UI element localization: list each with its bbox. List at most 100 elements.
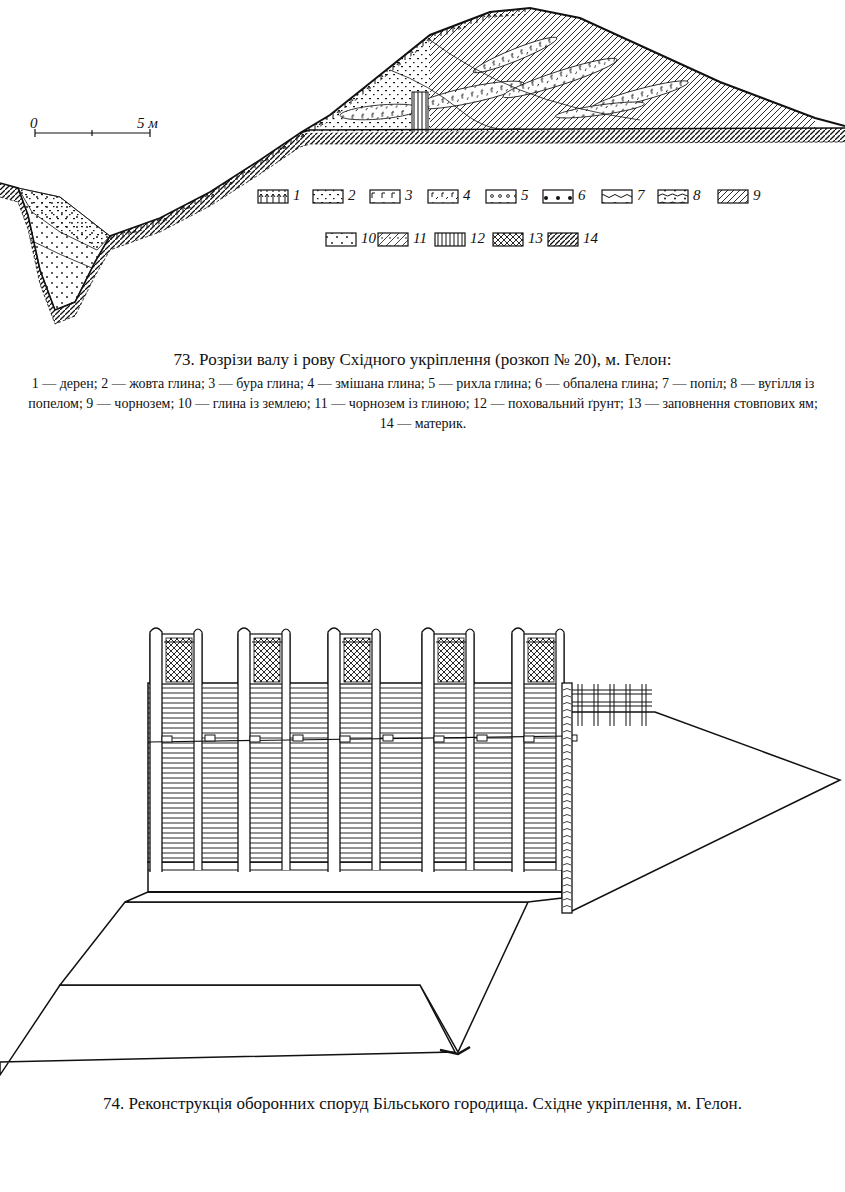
swatch-pattern — [326, 233, 356, 246]
side-log — [563, 766, 571, 768]
legend-swatch — [718, 190, 748, 203]
wall-log — [148, 743, 562, 744]
legend-swatch — [486, 190, 516, 203]
wall-log — [148, 733, 562, 734]
chernozem-body — [430, 0, 820, 140]
wall-log — [148, 688, 562, 689]
wall-log — [148, 763, 562, 764]
wall-log — [148, 828, 562, 829]
side-log — [563, 815, 571, 817]
swatch-ground — [602, 190, 632, 203]
legend-swatch — [313, 190, 343, 203]
side-log — [563, 717, 571, 719]
post-pit-fill — [412, 92, 428, 134]
wall-log — [148, 713, 562, 714]
swatch-pattern — [258, 190, 288, 203]
clay-lens — [340, 102, 421, 123]
legend-swatch — [435, 233, 465, 246]
rampart-body — [570, 712, 840, 912]
berm-edge — [148, 869, 562, 870]
swatch-pattern — [718, 190, 748, 203]
wall-log — [148, 818, 562, 819]
side-log — [563, 689, 571, 691]
swatch-pattern — [602, 190, 632, 203]
wall-log — [148, 833, 562, 834]
legend-number: 10 — [361, 230, 376, 247]
wall-post — [238, 628, 250, 872]
tie-knob — [250, 736, 260, 742]
side-log — [563, 787, 571, 789]
side-log — [563, 892, 571, 894]
reconstruction-drawing — [0, 628, 840, 1075]
tie-beam — [148, 736, 570, 742]
wall-log — [148, 823, 562, 824]
wall-face — [148, 683, 562, 862]
merlon-rail — [164, 642, 196, 643]
wall-log — [148, 773, 562, 774]
tie-knob — [434, 736, 444, 742]
wall-log — [148, 848, 562, 849]
swatch-pattern — [548, 233, 578, 246]
side-log — [563, 738, 571, 740]
wall-log — [148, 723, 562, 724]
swatch-pattern — [428, 190, 458, 203]
legend-number: 1 — [293, 187, 301, 204]
tie-knob — [293, 735, 303, 741]
wall-log — [148, 853, 562, 854]
wall-log — [148, 788, 562, 789]
legend-number: 2 — [348, 187, 356, 204]
swatch-ground — [486, 190, 516, 203]
side-log — [563, 878, 571, 880]
wall-post — [150, 628, 162, 872]
sod-band — [110, 8, 530, 242]
swatch-ground — [428, 190, 458, 203]
swatch-pattern — [313, 190, 343, 203]
wall-post — [422, 628, 434, 872]
tie-knob — [205, 735, 215, 741]
clay-lens-fill — [340, 102, 421, 123]
wall-log — [148, 843, 562, 844]
merlon-post — [194, 629, 202, 870]
wall-log — [148, 808, 562, 809]
wall-side — [562, 683, 572, 913]
wall-log — [148, 703, 562, 704]
side-log — [563, 710, 571, 712]
clay-core — [300, 0, 430, 140]
wall-log — [148, 793, 562, 794]
layer-line — [390, 70, 520, 130]
side-log — [563, 794, 571, 796]
glacis-face — [60, 902, 528, 1052]
berm-shadow — [148, 891, 562, 893]
tie-knob — [162, 736, 172, 742]
legend-number: 6 — [578, 187, 586, 204]
legend-number: 8 — [693, 187, 701, 204]
merlon-rail — [252, 642, 284, 643]
tie-knob — [477, 735, 487, 741]
side-log — [563, 906, 571, 908]
swatch-ground — [548, 233, 578, 246]
wall-log — [148, 693, 562, 694]
swatch-pattern — [378, 233, 408, 246]
legend-swatch — [326, 233, 356, 246]
swatch-ground — [435, 233, 465, 246]
wall-log — [148, 758, 562, 759]
legend-number: 4 — [463, 187, 471, 204]
merlon-post — [282, 629, 290, 870]
layer-line — [430, 40, 640, 120]
legend-number: 11 — [413, 230, 427, 247]
wall-log — [148, 838, 562, 839]
side-log — [563, 780, 571, 782]
side-log — [563, 731, 571, 733]
legend-swatch — [602, 190, 632, 203]
side-log — [563, 773, 571, 775]
side-log — [563, 871, 571, 873]
outer-bank — [0, 985, 455, 1075]
legend-number: 9 — [753, 187, 761, 204]
legend-key: 1 — дерен; 2 — жовта глина; 3 — бура гли… — [28, 374, 818, 434]
tie-knob — [524, 736, 534, 742]
side-log — [563, 801, 571, 803]
legend-swatches — [258, 190, 748, 246]
wall-log — [148, 803, 562, 804]
legend-number: 13 — [528, 230, 543, 247]
